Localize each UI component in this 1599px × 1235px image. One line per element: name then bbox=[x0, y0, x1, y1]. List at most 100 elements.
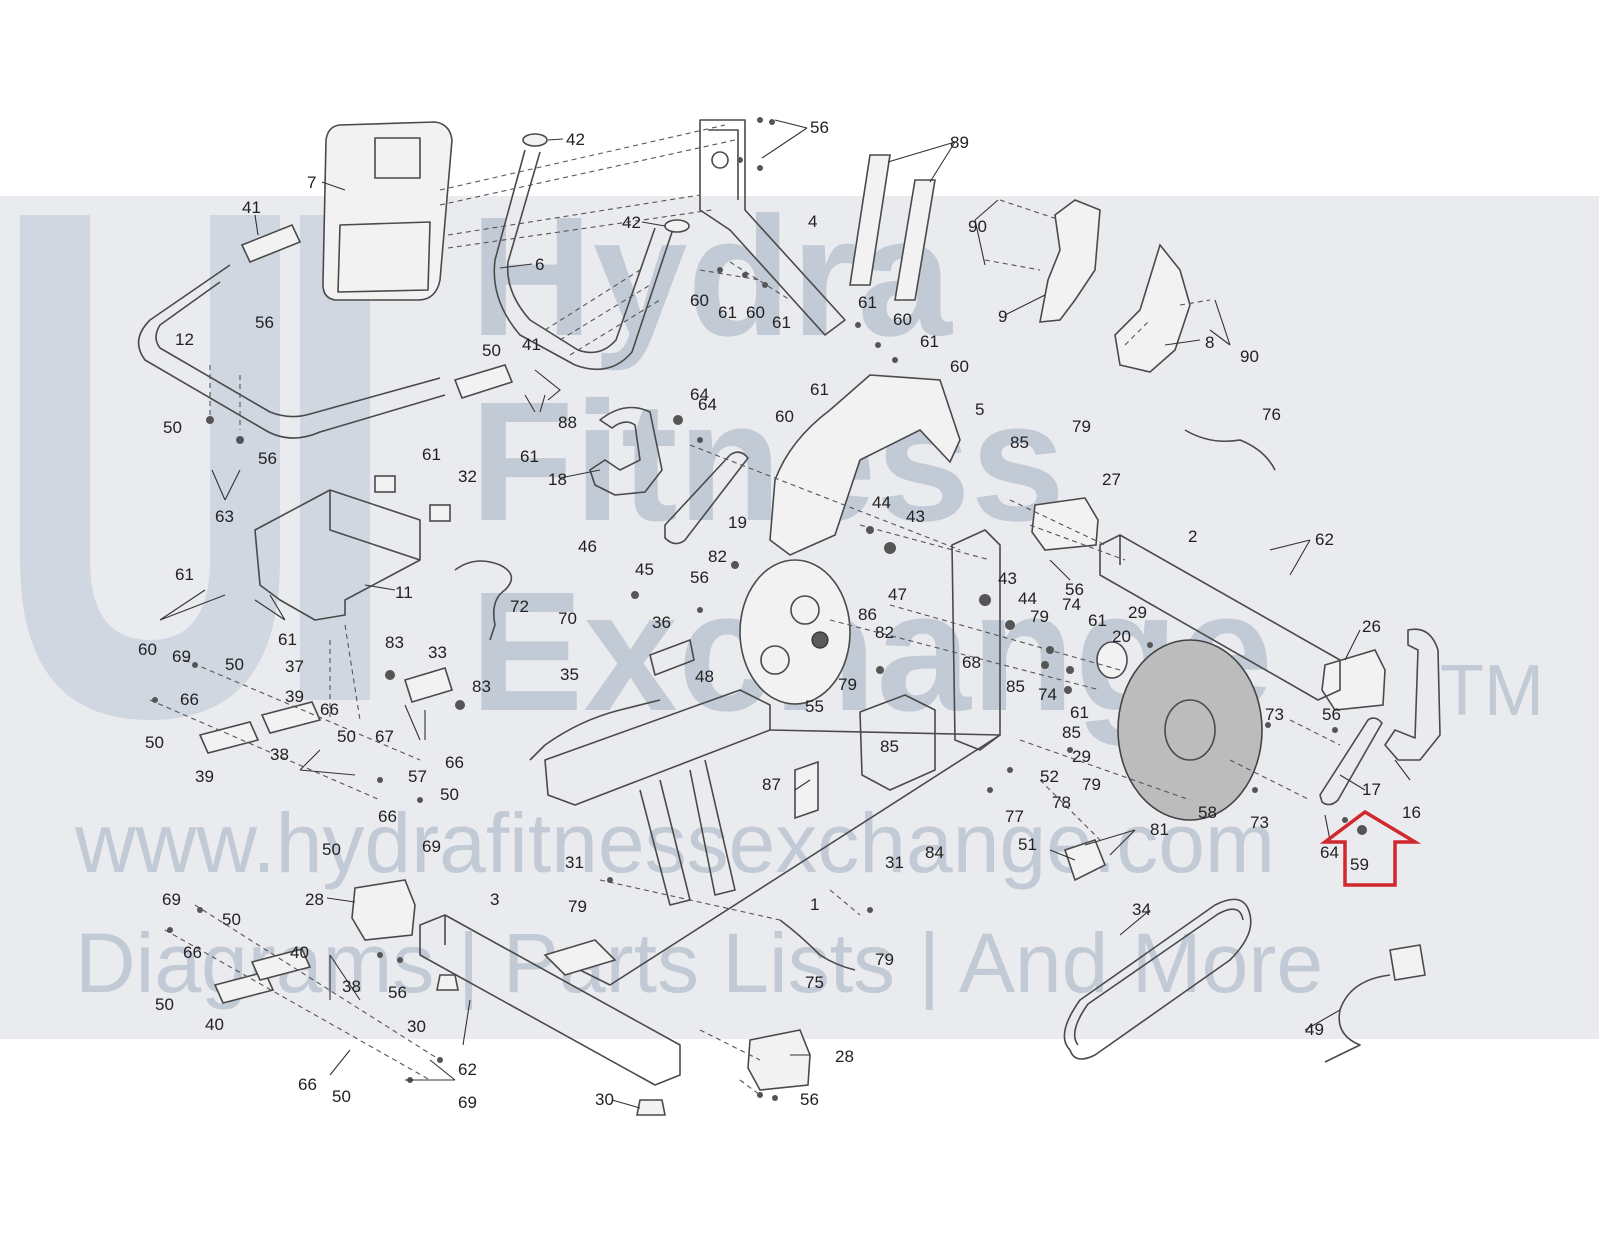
callout-60: 60 bbox=[690, 291, 709, 310]
callout-60: 60 bbox=[950, 357, 969, 376]
callout-38: 38 bbox=[270, 745, 289, 764]
part-roller-40-right bbox=[250, 948, 312, 981]
part-seat-upright bbox=[699, 119, 846, 336]
callout-2: 2 bbox=[1188, 527, 1197, 546]
callout-79: 79 bbox=[568, 897, 587, 916]
callout-30: 30 bbox=[407, 1017, 426, 1036]
callout-61: 61 bbox=[1088, 611, 1107, 630]
callout-78: 78 bbox=[1052, 793, 1071, 812]
callout-28: 28 bbox=[305, 890, 324, 909]
callout-81: 81 bbox=[1150, 820, 1169, 839]
part-end-cap-27 bbox=[1031, 497, 1099, 551]
callout-42: 42 bbox=[566, 130, 585, 149]
part-block-33 bbox=[403, 667, 454, 703]
callout-61: 61 bbox=[858, 293, 877, 312]
callout-7: 7 bbox=[307, 173, 316, 192]
callout-61: 61 bbox=[175, 565, 194, 584]
callout-56: 56 bbox=[255, 313, 274, 332]
callout-75: 75 bbox=[805, 973, 824, 992]
part-shroud-right bbox=[1114, 243, 1191, 373]
callout-55: 55 bbox=[805, 697, 824, 716]
part-pedal bbox=[589, 406, 663, 496]
callout-41: 41 bbox=[242, 198, 261, 217]
callout-66: 66 bbox=[183, 943, 202, 962]
callout-73: 73 bbox=[1250, 813, 1269, 832]
part-roller-40-left bbox=[213, 971, 275, 1004]
callout-43: 43 bbox=[906, 507, 925, 526]
callout-46: 46 bbox=[578, 537, 597, 556]
callout-76: 76 bbox=[1262, 405, 1281, 424]
callout-66: 66 bbox=[445, 753, 464, 772]
highlight-arrow bbox=[1319, 809, 1422, 887]
part-leveler-right bbox=[636, 1099, 666, 1116]
watermark-logo-mark-inner bbox=[300, 215, 370, 700]
callout-70: 70 bbox=[558, 609, 577, 628]
part-leveler-left bbox=[436, 974, 459, 991]
callout-90: 90 bbox=[968, 217, 987, 236]
part-crossbar-tube bbox=[544, 639, 695, 746]
callout-9: 9 bbox=[998, 307, 1007, 326]
callout-52: 52 bbox=[1040, 767, 1059, 786]
callout-50: 50 bbox=[222, 910, 241, 929]
callout-59: 59 bbox=[1350, 855, 1369, 874]
callout-61: 61 bbox=[920, 332, 939, 351]
callout-31: 31 bbox=[565, 853, 584, 872]
callout-66: 66 bbox=[378, 807, 397, 826]
callout-87: 87 bbox=[762, 775, 781, 794]
part-frame-pad bbox=[543, 939, 617, 976]
callout-63: 63 bbox=[215, 507, 234, 526]
callout-86: 86 bbox=[858, 605, 877, 624]
callout-50: 88 bbox=[558, 413, 577, 432]
callout-50: 41 bbox=[522, 335, 541, 354]
callout-61: 61 bbox=[810, 380, 829, 399]
callout-50: 50 bbox=[440, 785, 459, 804]
callout-60: 60 bbox=[138, 640, 157, 659]
callout-16: 16 bbox=[1402, 803, 1421, 822]
callout-62: 62 bbox=[1315, 530, 1334, 549]
part-wire-harness-72 bbox=[454, 560, 513, 641]
callout-69: 69 bbox=[458, 1093, 477, 1112]
part-flywheel bbox=[739, 559, 851, 705]
callout-37: 37 bbox=[285, 657, 304, 676]
callout-56: 56 bbox=[690, 568, 709, 587]
callout-89: 89 bbox=[950, 133, 969, 152]
part-fan-wheel bbox=[1096, 639, 1263, 821]
callout-79: 79 bbox=[1030, 607, 1049, 626]
callout-90: 90 bbox=[1240, 347, 1259, 366]
callout-32: 32 bbox=[458, 467, 477, 486]
callout-66: 66 bbox=[298, 1075, 317, 1094]
callout-56: 56 bbox=[1322, 705, 1341, 724]
hardware-dots bbox=[152, 117, 1367, 1101]
callout-74: 74 bbox=[1038, 685, 1057, 704]
callout-50: 50 bbox=[155, 995, 174, 1014]
callout-44: 44 bbox=[1018, 589, 1037, 608]
part-front-stabilizer bbox=[419, 914, 681, 1086]
callout-60: 60 bbox=[893, 310, 912, 329]
callout-4: 4 bbox=[808, 212, 817, 231]
callout-27: 27 bbox=[1102, 470, 1121, 489]
callout-56: 56 bbox=[388, 983, 407, 1002]
callout-61: 61 bbox=[718, 303, 737, 322]
callout-73: 73 bbox=[1265, 705, 1284, 724]
watermark: Hydra Fitness Exchange TM www.hydrafitne… bbox=[0, 182, 1599, 1039]
part-bracket-plate bbox=[859, 694, 936, 791]
parts-artwork bbox=[137, 119, 1441, 1116]
callout-33: 33 bbox=[428, 643, 447, 662]
callout-50: 50 bbox=[225, 655, 244, 674]
callout-79: 79 bbox=[875, 950, 894, 969]
callout-29: 29 bbox=[1128, 603, 1147, 622]
callout-48: 48 bbox=[695, 667, 714, 686]
callout-88: 61 bbox=[520, 447, 539, 466]
callout-68: 68 bbox=[962, 653, 981, 672]
callout-83: 83 bbox=[472, 677, 491, 696]
callout-56: 61 bbox=[422, 445, 441, 464]
part-grip-right bbox=[894, 179, 936, 301]
callout-57: 57 bbox=[408, 767, 427, 786]
callout-79: 79 bbox=[1082, 775, 1101, 794]
callout-69: 69 bbox=[422, 837, 441, 856]
part-pedal-right bbox=[1384, 628, 1441, 761]
callout-31: 31 bbox=[885, 853, 904, 872]
callout-47: 47 bbox=[888, 585, 907, 604]
callout-39: 39 bbox=[195, 767, 214, 786]
callout-58: 58 bbox=[1198, 803, 1217, 822]
